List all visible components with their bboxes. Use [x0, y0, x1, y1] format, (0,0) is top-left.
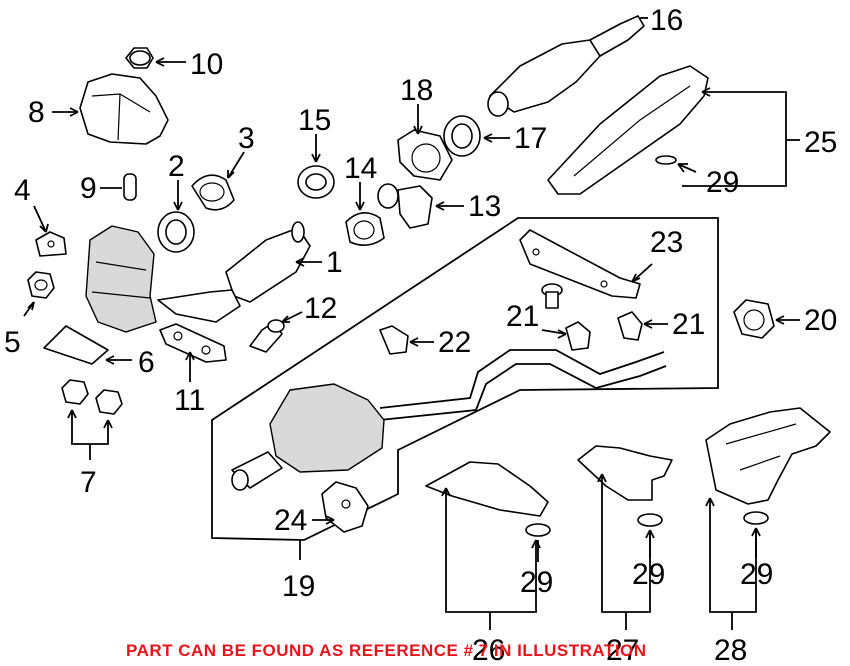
part-26-shield	[425, 461, 549, 517]
part-exhaust-pipe	[379, 349, 667, 421]
part-27-shield	[577, 445, 673, 501]
callout-27: 27	[606, 634, 639, 666]
part-23-bracket	[519, 229, 641, 299]
callout-15: 15	[298, 104, 331, 137]
callout-14: 14	[344, 152, 377, 185]
callout-21-b: 21	[672, 308, 705, 341]
part-6-shield-pad	[43, 325, 109, 365]
callout-1: 1	[326, 246, 343, 279]
part-22-hanger	[379, 325, 409, 355]
callout-25: 25	[804, 126, 837, 159]
part-3-clamp	[191, 174, 235, 211]
callout-12: 12	[304, 292, 337, 325]
leader-lines	[23, 17, 800, 630]
callout-29-a: 29	[706, 166, 739, 199]
callout-18: 18	[400, 74, 433, 107]
callout-16: 16	[650, 4, 683, 37]
callout-10: 10	[190, 48, 223, 81]
callout-21-a: 21	[506, 300, 539, 333]
part-14-clamp	[345, 212, 385, 246]
callout-5: 5	[4, 326, 21, 359]
callout-7: 7	[80, 466, 97, 499]
part-29-grommet-c	[637, 513, 663, 527]
callout-23: 23	[650, 226, 683, 259]
callout-11: 11	[174, 384, 205, 417]
callout-6: 6	[138, 346, 155, 379]
callout-3: 3	[238, 122, 255, 155]
kit-19-outline	[211, 217, 719, 541]
part-5-nut	[27, 271, 55, 299]
callout-8: 8	[28, 96, 45, 129]
callout-29-c: 29	[632, 558, 665, 591]
part-25-heat-shield	[547, 65, 709, 195]
callout-19: 19	[282, 570, 315, 603]
part-catalytic-converter-manifold	[85, 225, 157, 333]
part-20-clamp	[733, 299, 775, 339]
part-8-cover	[79, 73, 169, 145]
callout-9: 9	[80, 172, 97, 205]
part-10-nut	[125, 47, 154, 69]
part-12-bolt	[249, 319, 285, 353]
part-21-hanger-b	[617, 311, 643, 341]
callout-13: 13	[468, 190, 501, 223]
callout-22: 22	[438, 326, 471, 359]
part-muffler	[231, 383, 385, 491]
callout-28: 28	[714, 634, 747, 666]
part-15-gasket	[297, 165, 335, 199]
part-29-grommet-d	[743, 511, 769, 525]
part-29-grommet-a	[655, 155, 677, 165]
part-28-shield	[705, 407, 831, 505]
callout-24: 24	[274, 504, 307, 537]
callout-29-d: 29	[740, 558, 773, 591]
callout-4: 4	[14, 174, 31, 207]
callout-17: 17	[514, 122, 547, 155]
part-9-stud	[123, 173, 137, 201]
callout-2: 2	[168, 150, 185, 183]
part-11-flange-gasket	[159, 323, 227, 363]
part-13-clamp	[377, 183, 433, 229]
part-29-grommet-b	[525, 523, 551, 537]
callout-20: 20	[804, 304, 837, 337]
part-2-gasket	[157, 211, 195, 253]
part-1-converter	[157, 221, 311, 323]
part-4-bracket	[35, 231, 67, 257]
part-bolt-small	[541, 283, 563, 309]
callout-26: 26	[472, 634, 505, 666]
part-7-nuts	[61, 379, 123, 415]
reference-banner: PART CAN BE FOUND AS REFERENCE # 7 IN IL…	[126, 641, 647, 660]
part-21-hanger-a	[565, 321, 591, 351]
part-16-downpipe	[487, 15, 645, 117]
part-17-gasket	[443, 115, 481, 157]
callout-29-b: 29	[520, 566, 553, 599]
part-24-bracket	[321, 481, 369, 533]
